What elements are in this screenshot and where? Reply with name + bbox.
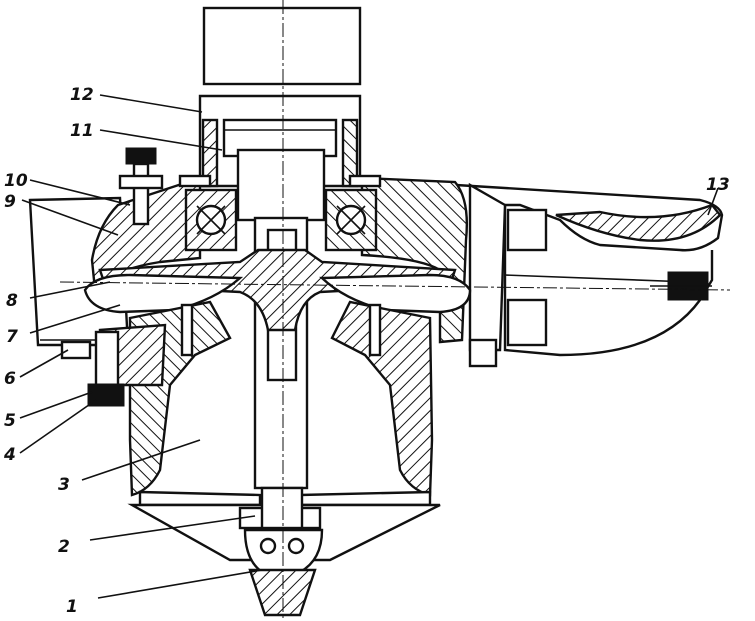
callout-4: 4 [3,445,16,465]
impeller-nut [238,486,324,617]
callout-10: 10 [4,171,28,191]
callout-11: 11 [70,121,94,141]
bolt-left-upper [118,147,164,226]
callout-12: 12 [70,85,94,105]
callout-7: 7 [6,327,18,347]
bolt-right [468,271,712,368]
callout-2: 2 [58,537,70,557]
callout-3: 3 [58,475,70,495]
bearing-left [184,188,238,252]
impeller [83,248,472,332]
callout-9: 9 [4,192,16,212]
horizontal-axis [59,281,731,291]
callout-1: 1 [66,597,78,617]
upper-cylinder [202,6,362,86]
seal-springs [180,303,382,357]
bearing-right [324,188,378,252]
callout-5: 5 [4,411,16,431]
callout-6: 6 [4,369,16,389]
discharge-flange [455,182,724,357]
callout-13: 13 [706,175,730,195]
callout-8: 8 [6,291,18,311]
leader-lines [19,94,719,599]
bolt-left-lower [60,330,125,407]
